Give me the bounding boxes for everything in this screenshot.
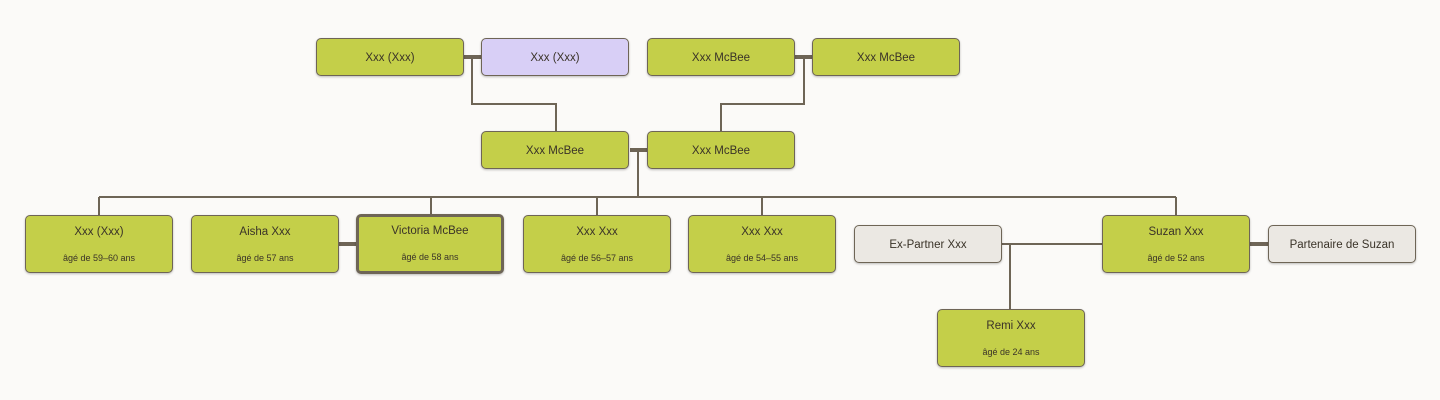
person-name: Ex-Partner Xxx: [889, 239, 967, 251]
person-name: Suzan Xxx: [1148, 226, 1204, 238]
person-node-grandparent-1[interactable]: Xxx (Xxx): [316, 38, 464, 76]
person-age: âgé de 57 ans: [236, 253, 294, 263]
person-age: âgé de 58 ans: [401, 252, 459, 262]
person-node-child-1[interactable]: Xxx (Xxx) âgé de 59–60 ans: [25, 215, 173, 273]
person-name: Xxx McBee: [691, 145, 751, 157]
person-age: âgé de 56–57 ans: [560, 253, 634, 263]
person-name: Xxx (Xxx): [530, 52, 580, 64]
person-node-parent-1[interactable]: Xxx McBee: [481, 131, 629, 169]
person-name: Xxx Xxx: [576, 226, 618, 238]
person-name: Xxx (Xxx): [74, 226, 124, 238]
person-node-ex-partner[interactable]: Ex-Partner Xxx: [854, 225, 1002, 263]
descent-line-to-right-parent: [720, 57, 805, 131]
person-node-grandparent-4[interactable]: Xxx McBee: [812, 38, 960, 76]
person-node-victoria-focus[interactable]: Victoria McBee âgé de 58 ans: [356, 214, 504, 274]
person-name: Xxx Xxx: [741, 226, 783, 238]
person-node-remi[interactable]: Remi Xxx âgé de 24 ans: [937, 309, 1085, 367]
person-age: âgé de 54–55 ans: [725, 253, 799, 263]
person-node-suzan[interactable]: Suzan Xxx âgé de 52 ans: [1102, 215, 1250, 273]
person-name: Xxx McBee: [856, 52, 916, 64]
person-node-aisha[interactable]: Aisha Xxx âgé de 57 ans: [191, 215, 339, 273]
person-node-grandparent-2[interactable]: Xxx (Xxx): [481, 38, 629, 76]
person-node-child-5[interactable]: Xxx Xxx âgé de 54–55 ans: [688, 215, 836, 273]
person-name: Partenaire de Suzan: [1289, 239, 1395, 251]
person-name: Xxx McBee: [525, 145, 585, 157]
person-node-child-4[interactable]: Xxx Xxx âgé de 56–57 ans: [523, 215, 671, 273]
person-name: Remi Xxx: [986, 320, 1036, 332]
descent-line-to-left-parent: [471, 57, 557, 131]
person-node-suzan-partner[interactable]: Partenaire de Suzan: [1268, 225, 1416, 263]
person-age: âgé de 59–60 ans: [62, 253, 136, 263]
person-name: Victoria McBee: [391, 225, 469, 237]
person-node-parent-2[interactable]: Xxx McBee: [647, 131, 795, 169]
person-age: âgé de 24 ans: [982, 347, 1040, 357]
person-age: âgé de 52 ans: [1147, 253, 1205, 263]
person-name: Xxx McBee: [691, 52, 751, 64]
person-name: Xxx (Xxx): [365, 52, 415, 64]
person-name: Aisha Xxx: [239, 226, 291, 238]
person-node-grandparent-3[interactable]: Xxx McBee: [647, 38, 795, 76]
